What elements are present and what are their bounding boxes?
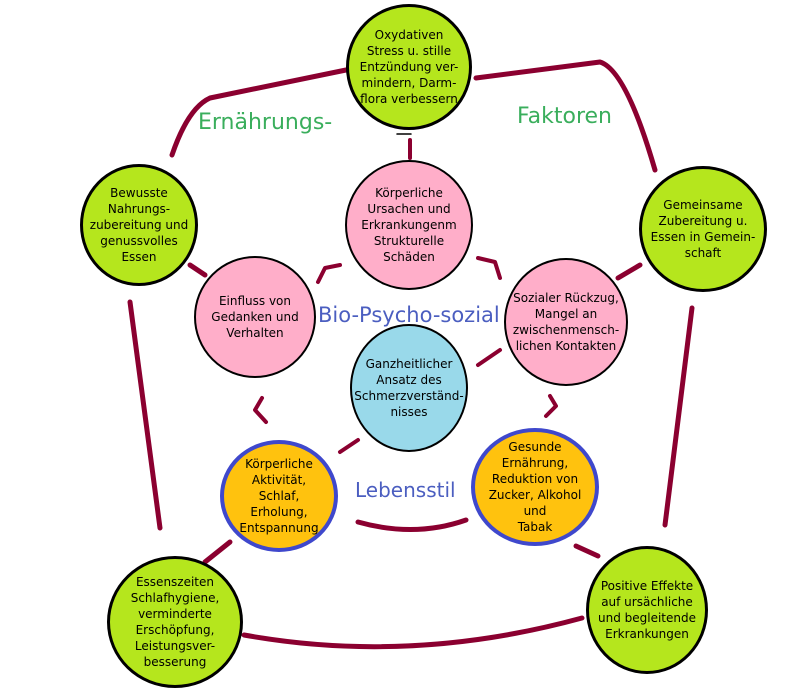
node-text-line: Essenszeiten bbox=[135, 575, 215, 589]
connector-koerperlich-einfluss bbox=[316, 263, 342, 284]
connector-essenszeiten-aktivitaet bbox=[202, 539, 233, 565]
node-positive-effekte: Positive Effekte auf ursächliche und begle… bbox=[586, 546, 708, 674]
connector-bewusste-einfluss bbox=[187, 262, 208, 278]
node-text-line: Gemeinsame bbox=[663, 198, 743, 212]
node-text-line: Ansatz des bbox=[376, 373, 442, 387]
node-text-line: Schmerzverständ- bbox=[354, 389, 464, 403]
node-text-line: Körperliche bbox=[245, 457, 313, 471]
node-text-line: Zucker, Alkohol und bbox=[488, 488, 582, 518]
node-text-line: Körperliche bbox=[375, 186, 443, 200]
node-text-line: verminderte bbox=[138, 607, 212, 621]
node-text-line: Einfluss von bbox=[218, 294, 292, 308]
node-text-line: Ganzheitlicher bbox=[365, 357, 453, 371]
connector-bewusste-essenszeiten bbox=[127, 299, 163, 531]
node-text-line: Erkrankungen bbox=[605, 627, 689, 641]
node-text-line: Gesunde bbox=[508, 440, 562, 454]
connector-gemeinsame-positive bbox=[662, 305, 695, 528]
label-ernaehrung: Ernährungs- bbox=[198, 110, 333, 135]
node-text-line: auf ursächliche bbox=[601, 595, 693, 609]
connector-gemeinsame-sozialer bbox=[615, 262, 643, 281]
node-text-line: Strukturelle bbox=[373, 234, 445, 248]
node-text-line: flora verbessern bbox=[360, 92, 458, 106]
node-text-line: mindern, Darm- bbox=[361, 76, 457, 90]
node-text-line: schaft bbox=[684, 246, 722, 260]
node-text: Sozialer Rückzug, Mangel an zwischenmensch… bbox=[507, 290, 625, 354]
node-text-line: genussvolles bbox=[100, 234, 178, 248]
node-text-line: Gedanken und bbox=[211, 310, 299, 324]
connector-gesunde-positive bbox=[573, 543, 601, 559]
node-text-line: Essen in Gemein- bbox=[650, 230, 756, 244]
node-text-line: Oxydativen bbox=[374, 28, 444, 42]
node-text-line: Ursachen und bbox=[367, 202, 451, 216]
node-text-line: und begleitende bbox=[597, 611, 696, 625]
node-text-line: Ernährung, bbox=[501, 456, 569, 470]
node-text-line: Verhalten bbox=[226, 326, 284, 340]
connector-einfluss-aktivitaet bbox=[253, 396, 268, 424]
connector-sozialer-gesunde bbox=[544, 394, 558, 418]
node-text-line: Leistungsver- bbox=[134, 639, 216, 653]
node-text-line: Tabak bbox=[517, 520, 553, 534]
node-text: Positive Effekte auf ursächliche und begle… bbox=[592, 578, 702, 642]
label-lebensstil: Lebensstil bbox=[355, 478, 456, 502]
node-text-line: Positive Effekte bbox=[600, 579, 694, 593]
connector-essenszeiten-positive bbox=[241, 615, 585, 650]
connector-aktivitaet-gesunde bbox=[355, 517, 469, 533]
node-text-line: Erschöpfung, bbox=[135, 623, 215, 637]
node-text-line: Aktivität, Schlaf, bbox=[251, 473, 307, 503]
node-text-line: Sozialer Rückzug, bbox=[513, 291, 619, 305]
connector-ganzheitlich-aktivitaet bbox=[338, 438, 360, 454]
label-faktoren: Faktoren bbox=[517, 104, 612, 129]
connector-koerperlich-sozialer bbox=[476, 256, 502, 280]
node-text-line: Schlafhygiene, bbox=[130, 591, 220, 605]
node-sozialer-rueckzug: Sozialer Rückzug, Mangel an zwischenmensch… bbox=[504, 258, 628, 386]
node-text-line: Erholung, bbox=[250, 505, 308, 519]
node-text-line: nisses bbox=[390, 405, 428, 419]
node-text-line: Stress u. stille bbox=[366, 44, 452, 58]
connector-oxydativ-gemeinsame bbox=[473, 59, 658, 173]
node-text-line: Essen bbox=[121, 250, 157, 264]
node-text-line: Entzündung ver- bbox=[359, 60, 459, 74]
node-text-line: Reduktion von bbox=[491, 472, 579, 486]
node-text-line: lichen Kontakten bbox=[515, 339, 617, 353]
label-biopsychosozial: Bio-Psycho-sozial bbox=[318, 303, 500, 327]
connector-oxydativ-bewusste bbox=[169, 67, 349, 158]
node-text-line: zwischenmensch- bbox=[512, 323, 620, 337]
node-text-line: Schäden bbox=[383, 250, 435, 264]
node-text-line: Mangel an bbox=[534, 307, 598, 321]
node-text-line: zubereitung und bbox=[89, 218, 189, 232]
node-text-line: Bewusste bbox=[110, 186, 168, 200]
node-text-line: Zubereitung u. bbox=[658, 214, 748, 228]
connector-ganzheitlich-sozialer bbox=[476, 348, 502, 367]
node-text-line: besserung bbox=[143, 655, 207, 669]
node-text-line: Nahrungs- bbox=[107, 202, 171, 216]
node-text-line: Erkrankungenm bbox=[361, 218, 457, 232]
node-text-line: Entspannung bbox=[239, 521, 319, 535]
